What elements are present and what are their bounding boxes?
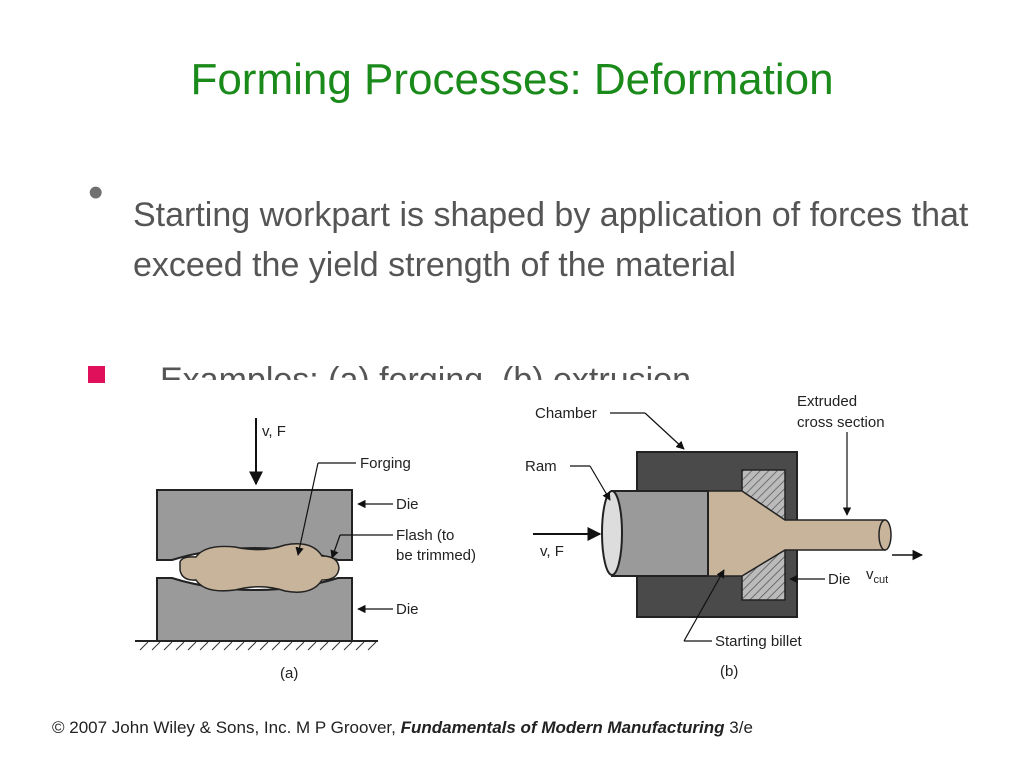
extruded-label-line2: cross section [797, 414, 885, 431]
flash-label-line2: be trimmed) [396, 547, 476, 564]
square-bullet-icon [88, 366, 105, 383]
ram-label: Ram [525, 458, 557, 475]
chamber-label: Chamber [535, 405, 597, 422]
extrusion-die-label: Die [828, 571, 851, 588]
forming-figure: v, F Forging Die Flash (to be trimmed) D… [130, 390, 924, 685]
die-bottom-label: Die [396, 601, 419, 618]
bullet-text-1: Starting workpart is shaped by applicati… [133, 196, 969, 284]
round-bullet-icon: • [88, 168, 104, 217]
caption-b: (b) [720, 663, 738, 680]
slide-title: Forming Processes: Deformation [190, 55, 834, 104]
flash-label-line1: Flash (to [396, 527, 454, 544]
extrusion-force-label: v, F [540, 543, 564, 560]
extruded-label-line1: Extruded [797, 393, 857, 410]
forging-label: Forging [360, 455, 411, 472]
vcut-label: vcut [866, 566, 888, 586]
forging-diagram: v, F Forging Die Flash (to be trimmed) D… [135, 418, 476, 682]
footer-citation: © 2007 John Wiley & Sons, Inc. M P Groov… [52, 718, 753, 737]
die-top-label: Die [396, 496, 419, 513]
forging-force-label: v, F [262, 423, 286, 440]
billet-label: Starting billet [715, 633, 803, 650]
extrusion-diagram: v, F Ram Chamber Extruded cross section … [525, 393, 924, 680]
bullet-text-2: Examples: (a) forging, (b) extrusion [160, 361, 691, 380]
caption-a: (a) [280, 665, 298, 682]
